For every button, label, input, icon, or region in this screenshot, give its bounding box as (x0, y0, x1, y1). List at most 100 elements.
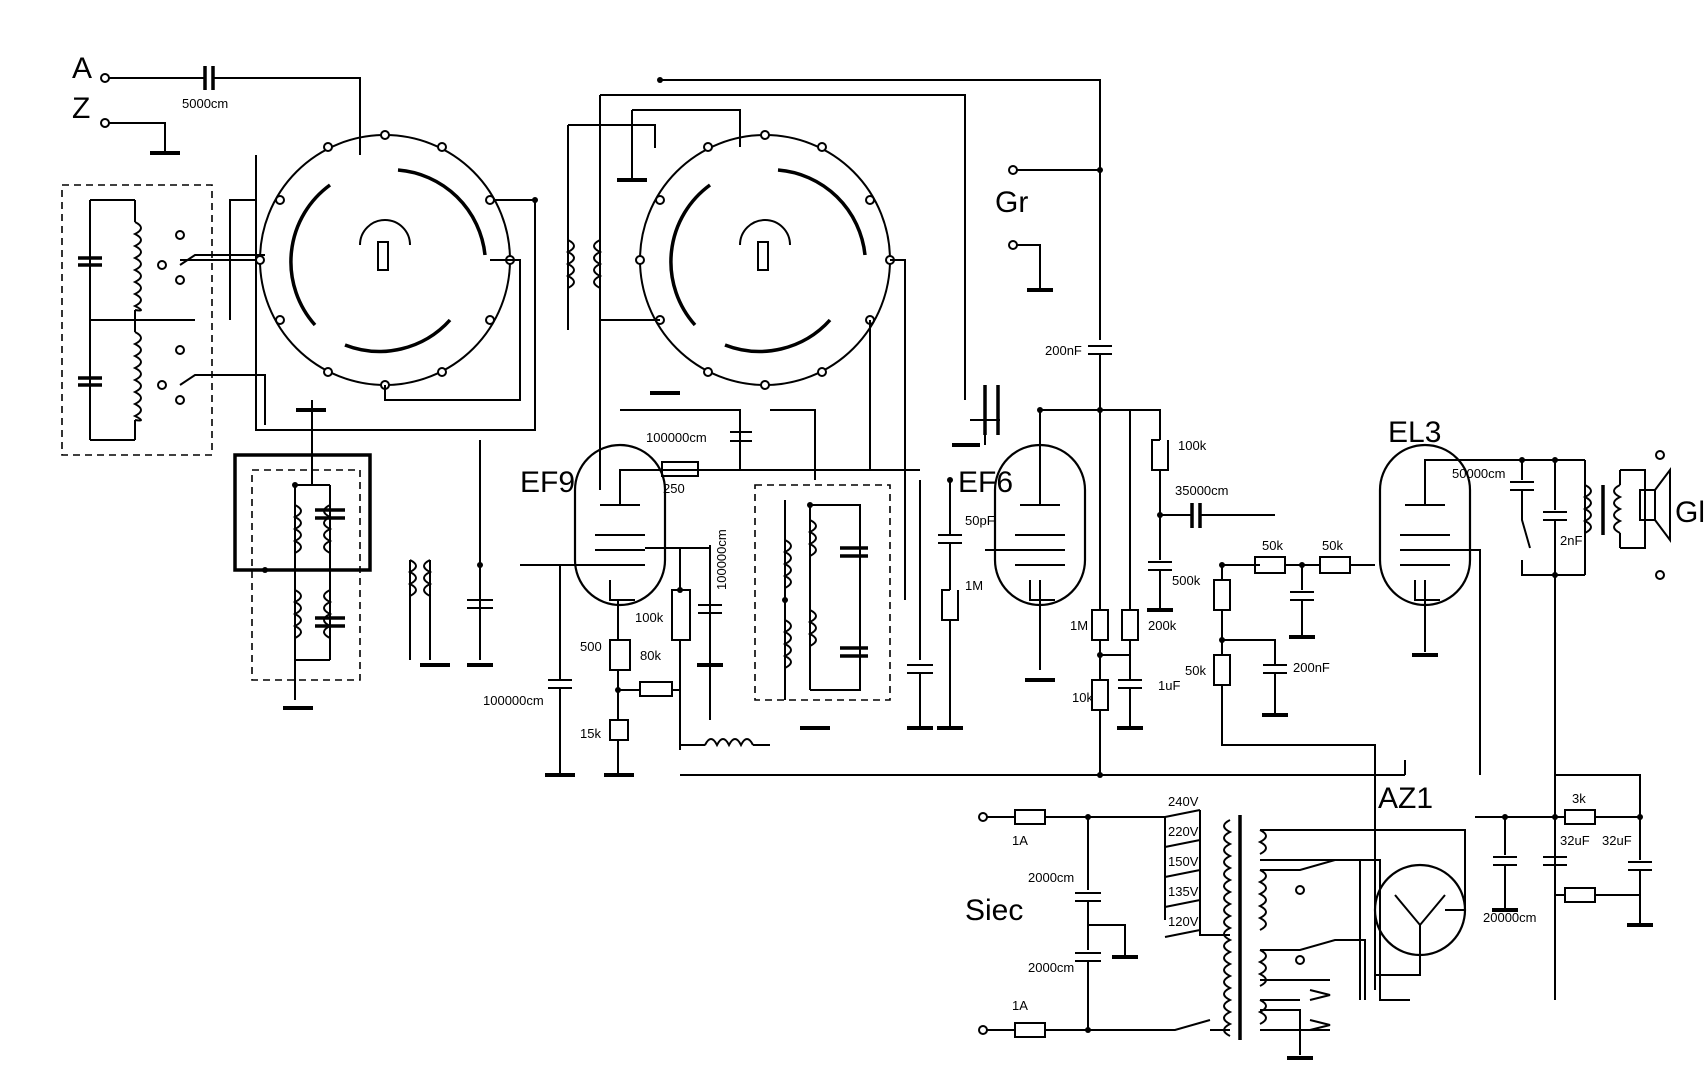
coil-tap-3 (175, 275, 185, 285)
coil-tap-5 (157, 380, 167, 390)
coupling-coil (407, 559, 433, 597)
power-transformer-primary (1223, 819, 1233, 1037)
tuning-capacitor-2 (907, 480, 933, 728)
resistor-50k-lower-label: 50k (1185, 663, 1206, 678)
antenna-terminal (100, 73, 110, 83)
ws2-pin-1 (760, 130, 770, 140)
resistor-50k-a-label: 50k (1262, 538, 1283, 553)
ws1-pin-2 (437, 142, 447, 152)
capacitor-100000cm-top (620, 409, 752, 470)
rf-coil-left (292, 504, 302, 639)
wave-switch-2 (639, 134, 891, 386)
capacitor-2nF (1543, 460, 1567, 1000)
ground-wire (109, 122, 166, 152)
resistor-10k-label: 10k (1072, 690, 1093, 705)
wave-switch-2-contact-a (669, 183, 712, 327)
antenna-capacitor (203, 66, 215, 90)
wave-switch-1-shaft (377, 241, 389, 271)
grid-filter-network (1221, 564, 1287, 715)
filter-output-wire (1555, 774, 1641, 817)
filter-resistor-3k-label: 3k (1572, 791, 1586, 806)
ws2-pin-11 (655, 195, 665, 205)
tone-capacitor-switch (1510, 460, 1585, 576)
speaker-terminal-2 (1655, 570, 1665, 580)
wave-switch-1-rotation-arrow (359, 219, 411, 246)
capacitor-200nF-gr (1088, 155, 1112, 550)
resistor-100k-screen (671, 548, 691, 750)
resistor-80k-label: 80k (640, 648, 661, 663)
capacitor-200nF-label: 200nF (1293, 660, 1330, 675)
fuse-2-switch (987, 1019, 1230, 1038)
el3-wiring (1424, 459, 1585, 775)
coil-tap-4 (175, 345, 185, 355)
wave-switch-2-contact-c (724, 318, 832, 354)
rf-coil-right (323, 504, 333, 639)
rf-coil-shield (251, 469, 361, 681)
ws2-pin-7 (760, 380, 770, 390)
fuse-1 (987, 809, 1165, 825)
coupling-capacitor-label: 35000cm (1175, 483, 1228, 498)
voltage-tap-2-label: 220V (1168, 824, 1199, 839)
wave-switch-2-wiring-a (599, 94, 966, 490)
wave-switch-1-contact-b (397, 168, 487, 256)
antenna-coil-2 (132, 331, 142, 422)
az1-electrodes (1394, 894, 1446, 960)
wave-switch-1-contact-c (344, 318, 452, 354)
voltage-tap-1-label: 240V (1168, 794, 1199, 809)
transformer-tap-2 (1295, 955, 1305, 965)
resistor-1M-10k (1091, 550, 1109, 775)
ws1-pin-6 (437, 367, 447, 377)
rf-coil-frame (233, 453, 372, 572)
antenna-capacitor-label: 5000cm (182, 96, 228, 111)
tone-capacitor-label: 50000cm (1452, 466, 1505, 481)
antenna-label: A (72, 52, 92, 85)
ws1-pin-12 (323, 142, 333, 152)
ground-terminal-label: Z (72, 92, 90, 125)
ws2-pin-12 (703, 142, 713, 152)
az1-label: AZ1 (1378, 782, 1433, 815)
wave-switch-2-shaft (757, 241, 769, 271)
coil-tap-2 (157, 260, 167, 270)
voltage-tap-5-label: 120V (1168, 914, 1199, 929)
capacitor-20000cm-label: 20000cm (1483, 910, 1536, 925)
wave-switch-1 (259, 134, 511, 386)
oscillator-coupling-coil (565, 239, 603, 289)
rf-coil-leads (265, 400, 313, 700)
mains-filter-capacitors (1075, 817, 1126, 1030)
antenna-coil-shield (61, 184, 213, 456)
ws1-pin-11 (275, 195, 285, 205)
fuse-1-label: 1A (1012, 833, 1028, 848)
coil-tap-6 (175, 395, 185, 405)
az1-wiring (1375, 830, 1466, 976)
resistor-500k-50k (1213, 565, 1376, 990)
resistor-200k-label: 200k (1148, 618, 1177, 633)
resistor-50k-b-label: 50k (1322, 538, 1343, 553)
rf-coil-wiring (294, 484, 331, 661)
speaker-icon (1639, 467, 1671, 543)
ws1-pin-3 (485, 195, 495, 205)
capacitor-50pF-label: 50pF (965, 513, 995, 528)
mains-label: Siec (965, 894, 1023, 927)
tuning-capacitor-1 (467, 440, 493, 660)
resistor-500-label: 500 (580, 639, 602, 654)
antenna-coil-wiring (89, 199, 195, 441)
el3-label: EL3 (1388, 416, 1441, 449)
capacitor-20000cm (1493, 817, 1517, 910)
reservoir-capacitor (1543, 817, 1640, 903)
capacitor-200nF-gr-label: 200nF (1045, 343, 1082, 358)
ws2-pin-8 (703, 367, 713, 377)
ws1-pin-10 (255, 255, 265, 265)
voltage-tap-3-label: 150V (1168, 854, 1199, 869)
mains-capacitor-2-label: 2000cm (1028, 960, 1074, 975)
ws1-pin-8 (323, 367, 333, 377)
ws2-pin-6 (817, 367, 827, 377)
wave-switch-2-contact-b (777, 168, 867, 256)
plate-bypass-capacitor (1148, 515, 1172, 610)
band-switch-wiring-1 (179, 254, 266, 425)
resistor-100k-plate-label: 100k (1178, 438, 1207, 453)
resistor-80k-15k (609, 660, 681, 741)
wave-switch-2-wiring-b (567, 79, 1101, 330)
resistor-1M-grid-label: 1M (965, 578, 983, 593)
fuse-2-label: 1A (1012, 998, 1028, 1013)
